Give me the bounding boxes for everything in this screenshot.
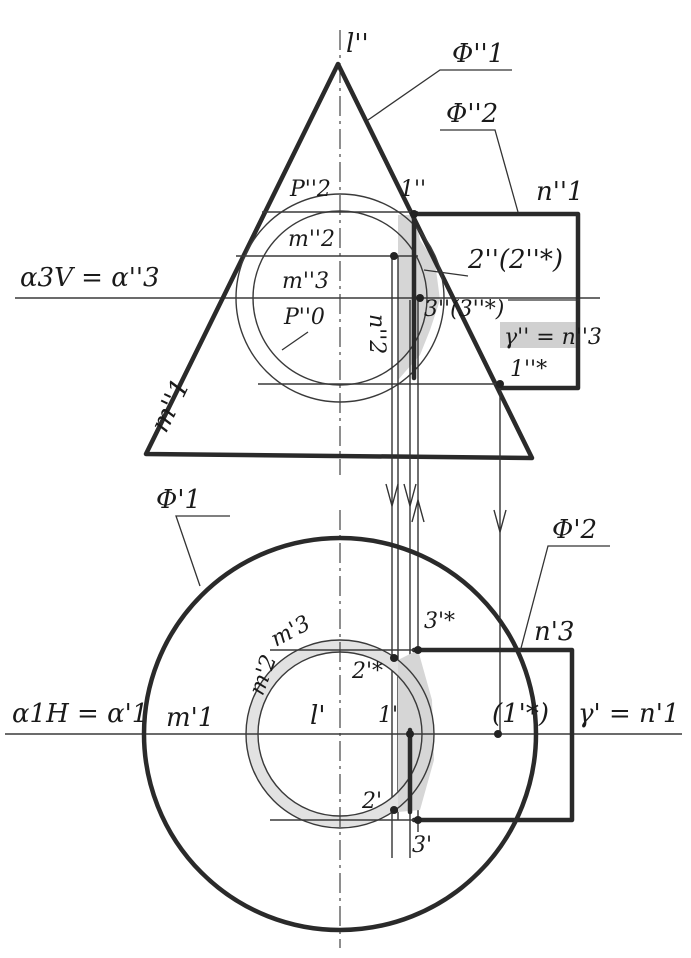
label-point1-top: 1' bbox=[378, 703, 398, 728]
sphere-front-inner bbox=[252, 210, 428, 386]
label-m2-top: m'2 bbox=[245, 652, 282, 699]
label-phi1-front: Φ''1 bbox=[452, 39, 504, 69]
label-point1star-front: 1''* bbox=[510, 357, 547, 382]
label-point3-top: 3' bbox=[412, 833, 432, 858]
cone-top-outline bbox=[141, 535, 539, 933]
top-inner-shade bbox=[398, 650, 434, 812]
p0-front-leader bbox=[281, 331, 309, 351]
point-3star-top-dot bbox=[414, 646, 422, 654]
arrow-down-2 bbox=[403, 483, 417, 509]
label-point3-front: 3''(3''*) bbox=[424, 297, 504, 322]
point-3-front-dot bbox=[416, 294, 424, 302]
label-l-front: l'' bbox=[346, 29, 369, 59]
prism-front-outline bbox=[411, 211, 581, 391]
label-gamma-top: γ' = n'1 bbox=[578, 699, 679, 729]
point-1-front-dot bbox=[410, 210, 418, 218]
label-alpha1: α1H = α'1 bbox=[12, 699, 148, 729]
label-n2-front: n''2 bbox=[364, 314, 389, 354]
point-3-top-dot bbox=[414, 816, 422, 824]
point-2star-top-dot bbox=[390, 654, 398, 662]
label-point2star-top: 2'* bbox=[351, 659, 383, 684]
point-2-top-dot bbox=[390, 806, 398, 814]
label-m1-top: m'1 bbox=[166, 703, 214, 733]
label-point1star-top: (1'*) bbox=[492, 699, 549, 729]
label-point2-top: 2' bbox=[361, 789, 382, 814]
label-m3-front: m''3 bbox=[282, 269, 329, 294]
arrow-down-1 bbox=[385, 483, 399, 509]
label-l-top: l' bbox=[310, 701, 325, 731]
label-p2-front: P''2 bbox=[289, 177, 331, 202]
sphere-top-inner bbox=[257, 651, 423, 817]
phi1-front-leader bbox=[367, 69, 512, 121]
phi2-front-leader bbox=[440, 129, 519, 213]
label-n1-front: n''1 bbox=[536, 177, 584, 207]
point-1star-top-dot bbox=[494, 730, 502, 738]
pt2-front-leader bbox=[423, 269, 469, 277]
label-phi2-top: Φ'2 bbox=[552, 515, 597, 545]
cone-front-outline bbox=[143, 61, 535, 461]
label-point2-front: 2''(2''*) bbox=[467, 245, 563, 275]
phi1-top-leader bbox=[175, 515, 230, 587]
arrow-up-1 bbox=[411, 497, 425, 523]
phi2-top-leader bbox=[519, 545, 610, 653]
gamma-front-shade bbox=[500, 322, 576, 348]
label-phi1-top: Φ'1 bbox=[156, 485, 201, 515]
point-1-top-dot bbox=[406, 730, 414, 738]
label-m1-front: m''1 bbox=[145, 374, 196, 437]
label-n3-top: n'3 bbox=[534, 617, 574, 647]
sphere-front-outer bbox=[235, 193, 445, 403]
sphere-top-outer bbox=[245, 639, 435, 829]
label-m2-front: m''2 bbox=[288, 227, 335, 252]
point-1star-front-dot bbox=[496, 380, 504, 388]
point-2-front-dot bbox=[390, 252, 398, 260]
label-p0-front: P''0 bbox=[283, 305, 325, 330]
label-gamma-front: γ'' = n''3 bbox=[504, 325, 602, 350]
label-point3star-top: 3'* bbox=[424, 609, 455, 634]
prism-top-outline bbox=[411, 647, 575, 823]
arrow-down-3 bbox=[493, 509, 507, 535]
label-point1-front: 1'' bbox=[400, 177, 426, 202]
label-alpha3: α3V = α''3 bbox=[20, 263, 160, 293]
label-phi2-front: Φ''2 bbox=[446, 99, 498, 129]
